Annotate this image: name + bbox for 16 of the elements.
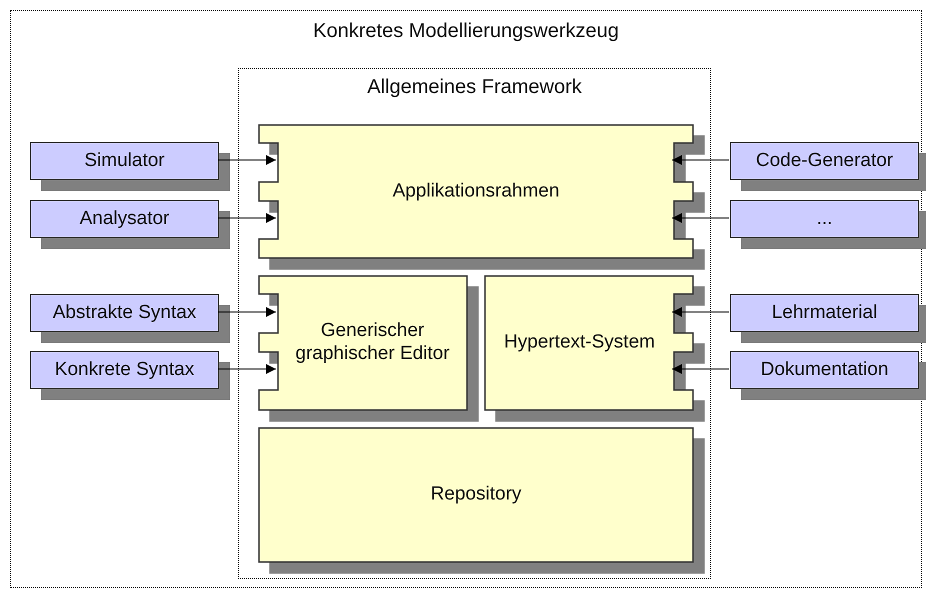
arrow [672,364,730,374]
boundary-frame [238,68,711,579]
component-label: Hypertext-System [503,332,656,354]
arrow [218,155,276,165]
arrow [672,307,730,317]
component-label: Generischer graphischer Editor [294,320,451,366]
arrow [672,213,730,223]
arrow [218,213,276,223]
frame-title: Allgemeines Framework [367,76,582,99]
arrow [218,364,276,374]
component-label: Applikationsrahmen [392,180,560,203]
arrow [672,155,730,165]
arrow [218,307,276,317]
boundary-frame [10,10,922,588]
component-label: Repository [430,484,522,506]
frame-title: Konkretes Modellierungswerkzeug [313,20,619,43]
